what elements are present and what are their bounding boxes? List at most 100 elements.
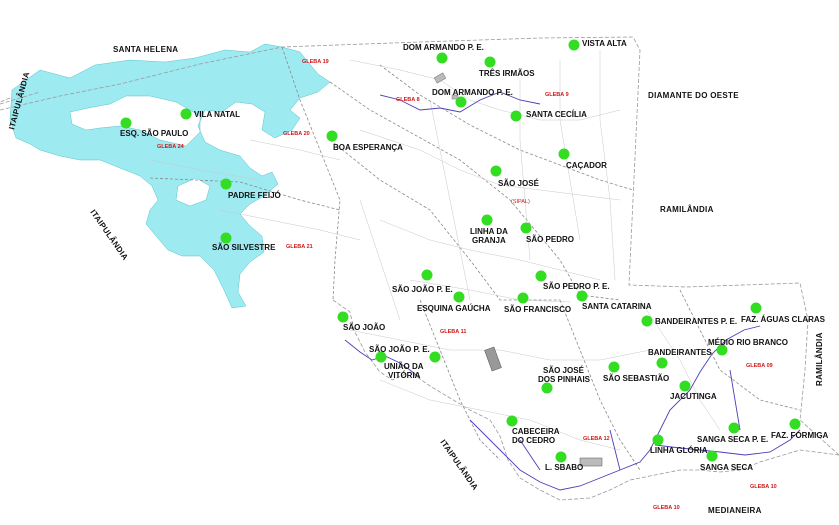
locality-marker[interactable]: [337, 311, 349, 323]
gleba-label: GLEBA 19: [302, 59, 329, 65]
river-east: [654, 429, 801, 456]
locality-marker[interactable]: [453, 291, 465, 303]
locality-label: SÃO SILVESTRE: [212, 243, 276, 252]
locality-label: UNIÃO DA: [384, 362, 424, 371]
locality-marker[interactable]: [490, 165, 502, 177]
region-label: RAMILÂNDIA: [660, 205, 714, 214]
locality-marker[interactable]: [484, 56, 496, 68]
locality-label: SÃO JOSÉ: [543, 366, 585, 375]
locality-marker[interactable]: [728, 422, 740, 434]
locality-label: FAZ. FORMIGA: [771, 431, 829, 440]
locality-marker[interactable]: [481, 214, 493, 226]
west-boundary: [281, 46, 341, 301]
sipal-label: (SIPAL): [511, 199, 530, 205]
urban-area-south: [579, 457, 603, 467]
gleba-label: GLEBA 8: [396, 97, 420, 103]
region-label: MEDIANEIRA: [708, 506, 762, 515]
locality-label: SANGA SECA: [700, 463, 753, 472]
roads: [149, 50, 721, 451]
locality-label: SANGA SECA P. E.: [697, 435, 768, 444]
locality-marker[interactable]: [656, 357, 668, 369]
locality-label: SÃO JOÃO P. E.: [392, 285, 453, 294]
locality-marker[interactable]: [789, 418, 801, 430]
internal-boundaries: [149, 64, 801, 471]
locality-marker[interactable]: [568, 39, 580, 51]
locality-marker[interactable]: [375, 351, 387, 363]
locality-label: BOA ESPERANÇA: [333, 143, 403, 152]
locality-label: TRÊS IRMÃOS: [479, 69, 535, 78]
locality-marker[interactable]: [652, 434, 664, 446]
locality-label: SÃO JOÃO: [343, 323, 385, 332]
locality-label: L. SBABO: [545, 463, 583, 472]
urban-area-north: [433, 72, 447, 84]
outer-boundary: [0, 36, 839, 456]
locality-label: CABECEIRA: [512, 427, 560, 436]
gleba-label: GLEBA 10: [750, 484, 777, 490]
gleba-label: GLEBA 21: [286, 244, 313, 250]
locality-marker[interactable]: [535, 270, 547, 282]
locality-label: VITÓRIA: [388, 371, 421, 380]
locality-label: JACUTINGA: [670, 392, 717, 401]
locality-label: CAÇADOR: [566, 161, 607, 170]
locality-marker[interactable]: [220, 178, 232, 190]
locality-marker[interactable]: [555, 451, 567, 463]
reservoir-lake: [9, 43, 331, 309]
locality-marker[interactable]: [429, 351, 441, 363]
locality-label: SÃO SEBASTIÃO: [603, 374, 669, 383]
locality-marker[interactable]: [641, 315, 653, 327]
region-labels: SANTA HELENA ITAIPULÂNDIA ITAIPULÂNDIA I…: [7, 45, 824, 515]
locality-label: DO CEDRO: [512, 436, 555, 445]
gleba-labels: GLEBA 19 GLEBA 20 GLEBA 24 GLEBA 21 GLEB…: [157, 59, 777, 511]
gleba-label: GLEBA 09: [746, 363, 773, 369]
locality-marker[interactable]: [120, 117, 132, 129]
locality-label: GRANJA: [472, 236, 506, 245]
locality-label: VISTA ALTA: [582, 39, 627, 48]
locality-label: BANDEIRANTES: [648, 348, 712, 357]
locality-marker[interactable]: [326, 130, 338, 142]
locality-marker[interactable]: [706, 450, 718, 462]
region-label: RAMILÂNDIA: [815, 332, 824, 386]
gleba-label: GLEBA 20: [283, 131, 310, 137]
river-tributaries: [519, 369, 741, 471]
locality-marker[interactable]: [541, 382, 553, 394]
locality-label: SANTA CATARINA: [582, 302, 652, 311]
locality-marker[interactable]: [716, 344, 728, 356]
locality-marker[interactable]: [180, 108, 192, 120]
locality-label: DOS PINHAIS: [538, 375, 591, 384]
locality-label: ESQ. SÃO PAULO: [120, 129, 188, 138]
gleba-label: GLEBA 11: [440, 329, 466, 335]
locality-marker[interactable]: [220, 232, 232, 244]
locality-marker[interactable]: [506, 415, 518, 427]
locality-labels: VISTA ALTA DOM ARMANDO P. E. TRÊS IRMÃOS…: [120, 39, 829, 472]
urban-area: [484, 346, 502, 372]
gleba-label: GLEBA 10: [653, 505, 680, 511]
locality-label: DOM ARMANDO P. E.: [432, 88, 513, 97]
locality-marker[interactable]: [510, 110, 522, 122]
region-label: ITAIPULÂNDIA: [438, 438, 479, 492]
region-label: DIAMANTE DO OESTE: [648, 91, 739, 100]
locality-marker[interactable]: [558, 148, 570, 160]
locality-marker[interactable]: [517, 292, 529, 304]
locality-label: SÃO PEDRO P. E.: [543, 282, 610, 291]
locality-marker[interactable]: [520, 222, 532, 234]
region-label: ITAIPULÂNDIA: [88, 208, 129, 262]
locality-marker[interactable]: [421, 269, 433, 281]
locality-label: DOM ARMANDO P. E.: [403, 43, 484, 52]
river-north: [379, 91, 541, 113]
locality-label: SÃO PEDRO: [526, 235, 574, 244]
locality-marker[interactable]: [608, 361, 620, 373]
locality-label: ESQUINA GAÚCHA: [417, 304, 491, 313]
gleba-label: GLEBA 12: [583, 436, 610, 442]
locality-marker[interactable]: [455, 96, 467, 108]
locality-label: LINHA DA: [470, 227, 508, 236]
southwest-boundary: [332, 299, 839, 501]
locality-marker[interactable]: [750, 302, 762, 314]
locality-marker[interactable]: [576, 290, 588, 302]
locality-label: BANDEIRANTES P. E.: [655, 317, 737, 326]
locality-markers: [120, 39, 801, 463]
locality-marker[interactable]: [679, 380, 691, 392]
urban-area-north-2: [451, 94, 459, 100]
locality-marker[interactable]: [436, 52, 448, 64]
